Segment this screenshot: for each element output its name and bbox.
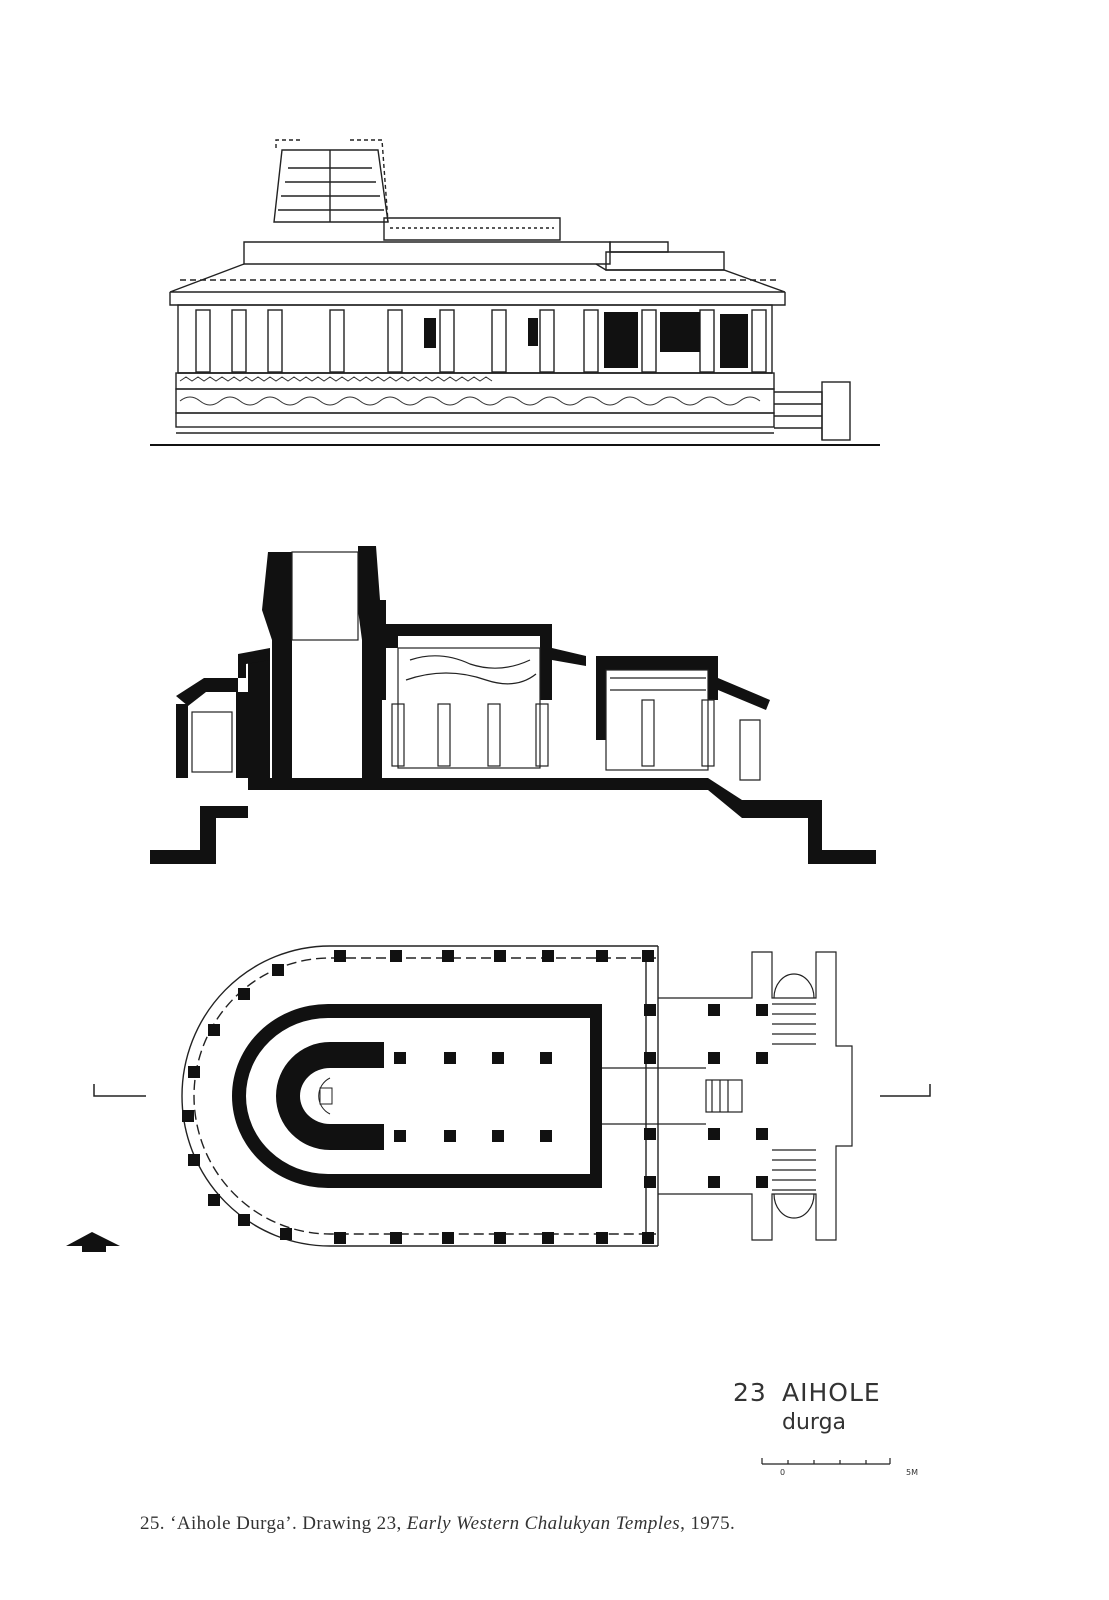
scale-start-label: 0 bbox=[780, 1468, 786, 1477]
scale-end-label: 5M bbox=[906, 1468, 918, 1477]
drawing-number: 23 bbox=[733, 1378, 767, 1407]
caption-suffix: , 1975. bbox=[680, 1513, 736, 1534]
drawing-subtitle: durga bbox=[782, 1410, 847, 1435]
figure-caption: 25. ‘Aihole Durga’. Drawing 23, Early We… bbox=[140, 1513, 735, 1535]
caption-book-title: Early Western Chalukyan Temples bbox=[406, 1513, 681, 1534]
north-arrow-icon bbox=[66, 1232, 120, 1252]
scale-bar bbox=[761, 1458, 891, 1465]
section-marker-left bbox=[93, 1084, 146, 1097]
drawing-site-title: AIHOLE bbox=[782, 1378, 881, 1407]
section-marker-right bbox=[880, 1084, 931, 1097]
caption-prefix: 25. ‘Aihole Durga’. Drawing 23, bbox=[140, 1513, 407, 1534]
